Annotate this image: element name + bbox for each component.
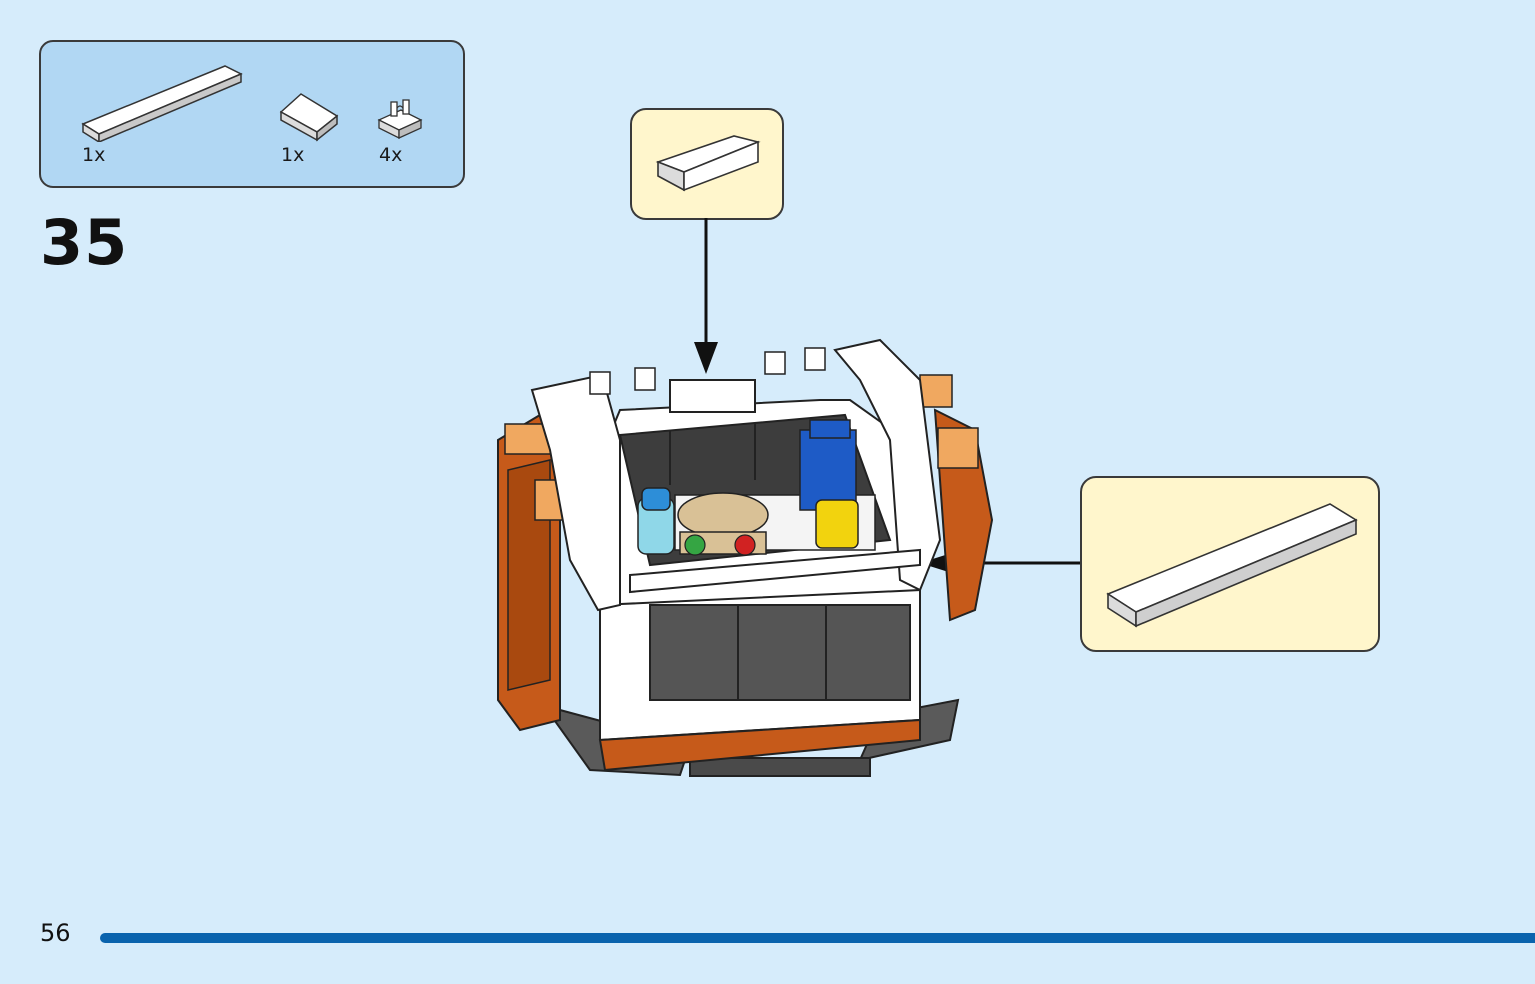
long-white-tile-icon [81, 65, 243, 142]
white-slope-tile-icon [655, 135, 761, 192]
white-clip-plate-icon [377, 99, 423, 140]
arrow-down-icon [694, 342, 718, 374]
callout-top [630, 108, 784, 220]
progress-bar [100, 933, 1535, 943]
page-number: 56 [40, 919, 71, 947]
long-white-tile-icon [1106, 503, 1358, 628]
model-illustration [497, 338, 994, 777]
white-slope-tile-icon [279, 93, 339, 142]
callout-right [1080, 476, 1380, 652]
part-quantity: 1x [82, 144, 106, 166]
part-quantity: 4x [379, 144, 403, 166]
parts-list-box: 1x 1x 4x [39, 40, 465, 188]
part-quantity: 1x [281, 144, 305, 166]
step-number: 35 [40, 206, 129, 279]
